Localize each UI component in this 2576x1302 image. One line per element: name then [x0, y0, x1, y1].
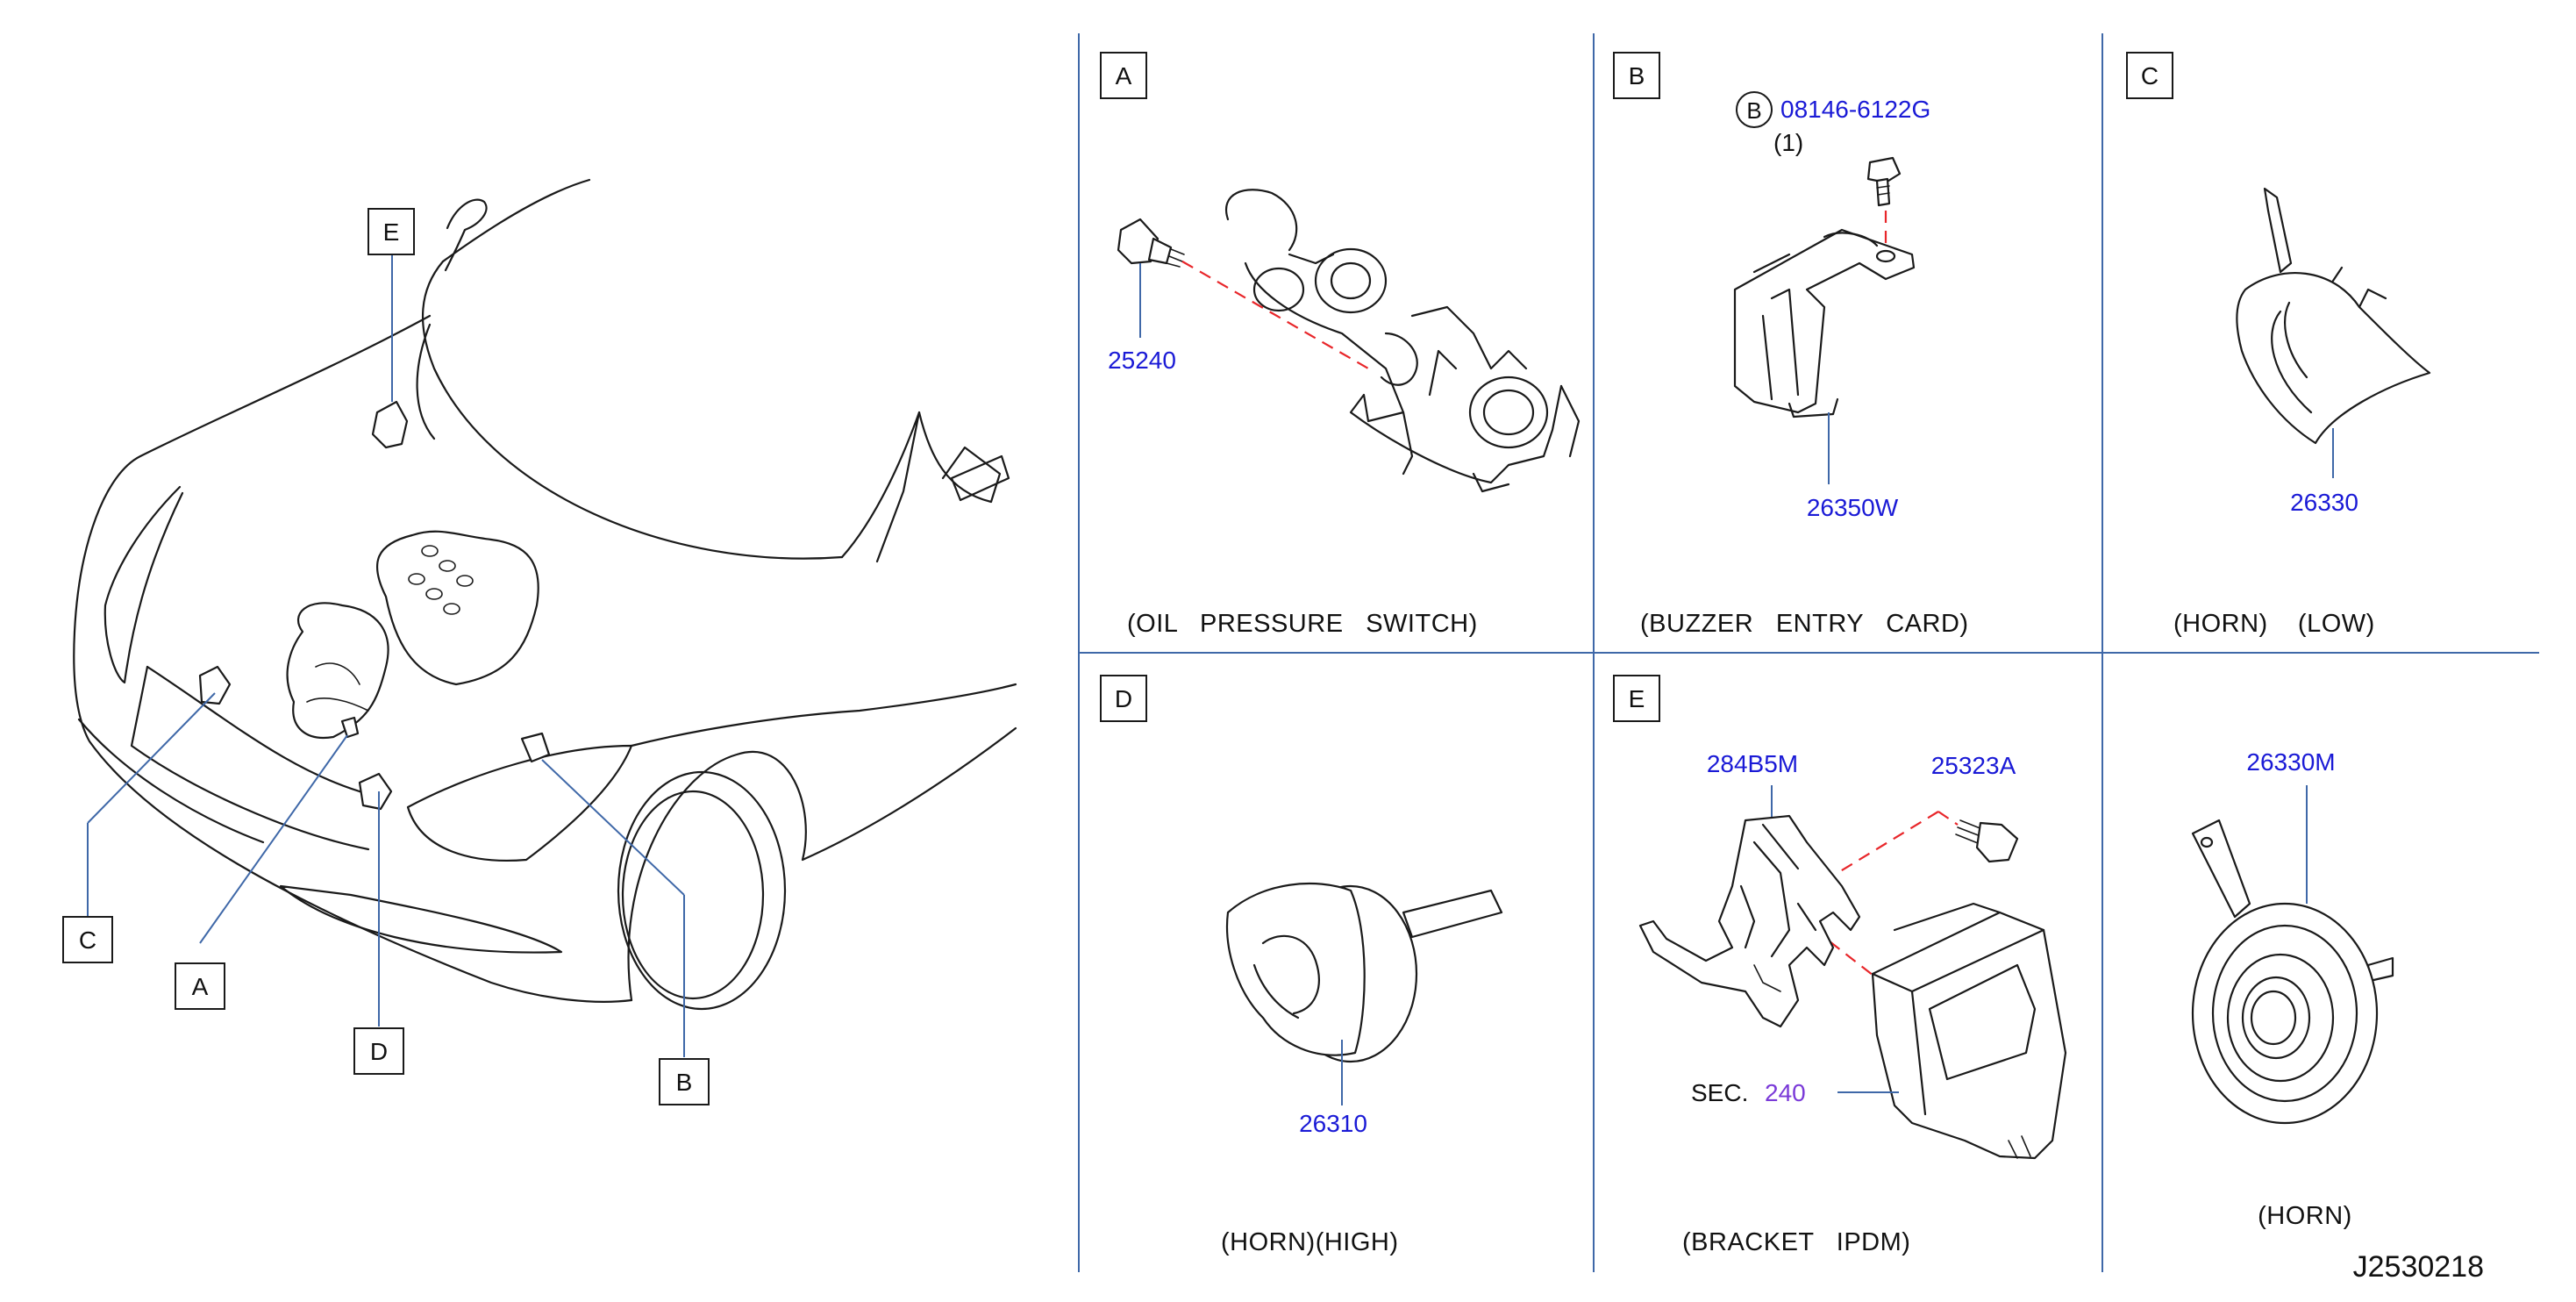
caption-buzzer-entry-card: (BUZZER ENTRY CARD)	[1640, 610, 1969, 638]
leader-c-1	[87, 692, 216, 824]
panel-f: 26330M (HORN)	[2191, 748, 2394, 1230]
caption-bracket-ipdm: (BRACKET IPDM)	[1682, 1228, 1910, 1256]
svg-text:E: E	[1629, 685, 1645, 712]
ipdm-icon	[1871, 902, 2067, 1160]
bolt-quantity: (1)	[1773, 129, 1803, 156]
panel-a-label: A	[1100, 52, 1147, 99]
engine-block-front	[286, 602, 389, 740]
svg-text:D: D	[370, 1038, 388, 1065]
callout-c[interactable]: C	[62, 916, 113, 963]
windshield-edge	[441, 178, 591, 263]
dash-e-3	[1797, 916, 1878, 979]
a-pillar	[416, 323, 436, 440]
svg-text:B: B	[1629, 62, 1645, 89]
mirror-glass	[950, 454, 1010, 502]
caption-horn-low: (HORN) (LOW)	[2173, 610, 2375, 638]
vehicle-overview	[73, 178, 1017, 1057]
part-number-284B5M[interactable]: 284B5M	[1707, 750, 1798, 777]
hood-rear-edge	[421, 260, 844, 560]
front-wheel	[617, 770, 787, 1011]
engine-coils	[408, 545, 474, 615]
bolt-e-icon	[1955, 819, 2019, 863]
panel-e-label: E	[1613, 675, 1660, 722]
horn-high-icon	[1226, 883, 1503, 1063]
panel-b-label: B	[1613, 52, 1660, 99]
beltline	[630, 683, 1017, 748]
dash-e-2	[1937, 811, 1959, 826]
headlight-right	[406, 744, 633, 862]
leader-a	[199, 734, 348, 944]
ipdm-bracket-icon	[1638, 814, 1861, 1028]
section-prefix: SEC.	[1691, 1079, 1748, 1106]
front-bumper	[73, 630, 633, 1003]
horn-low-location	[198, 665, 232, 705]
door-line	[840, 411, 921, 563]
part-number-25323A[interactable]: 25323A	[1931, 752, 2016, 779]
lower-grille	[279, 884, 563, 954]
dash-e-1	[1837, 811, 1939, 874]
buzzer-location	[520, 732, 551, 763]
oil-switch-location	[340, 716, 360, 739]
part-number-26330M[interactable]: 26330M	[2246, 748, 2335, 776]
engine-details	[306, 662, 369, 712]
svg-text:C: C	[79, 926, 96, 954]
mirror	[917, 411, 1002, 504]
bumper-lower-lip	[77, 718, 265, 844]
panel-e: E 284B5M 25323A SEC. 240 (BR	[1613, 675, 2067, 1256]
buzzer-entry-card-icon	[1733, 228, 1916, 418]
grille-face	[130, 665, 370, 851]
drawing-id: J2530218	[2353, 1250, 2484, 1284]
horn-high-location	[358, 772, 393, 811]
headlight-left	[103, 485, 184, 684]
engine-housing-icon	[1225, 189, 1581, 493]
callout-e[interactable]: E	[367, 208, 415, 255]
svg-text:A: A	[192, 973, 209, 1000]
svg-text:D: D	[1115, 685, 1132, 712]
oil-pressure-switch-icon	[1117, 218, 1185, 268]
part-number-26310[interactable]: 26310	[1299, 1110, 1367, 1137]
dash-a	[1181, 261, 1369, 369]
grille-top	[146, 665, 370, 796]
engine-cover	[375, 530, 539, 686]
horn-disc-icon	[2191, 819, 2394, 1125]
callout-a[interactable]: A	[175, 962, 225, 1010]
svg-text:C: C	[2141, 62, 2159, 89]
panel-d: D 26310 (HORN)(HIGH)	[1100, 675, 1503, 1256]
svg-text:E: E	[383, 218, 400, 246]
panel-c-label: C	[2126, 52, 2173, 99]
panel-grid	[1078, 33, 2539, 1272]
part-number-26350W[interactable]: 26350W	[1807, 494, 1899, 521]
part-number-25240[interactable]: 25240	[1108, 347, 1176, 374]
horn-low-icon	[2236, 187, 2431, 445]
front-wheel-inner	[621, 790, 765, 1000]
fender	[627, 726, 1017, 1002]
part-number-26330[interactable]: 26330	[2290, 489, 2358, 516]
caption-oil-pressure-switch: (OIL PRESSURE SWITCH)	[1127, 610, 1478, 638]
panel-a: A 25240 (OIL PRESSURE SWITCH)	[1100, 52, 1581, 638]
ipdm-location	[371, 400, 409, 449]
svg-text:B: B	[676, 1069, 693, 1096]
panel-c: C 26330 (HORN) (LOW)	[2126, 52, 2431, 638]
bolt-marker-b: B	[1736, 91, 1773, 128]
part-number-08146-6122G[interactable]: 08146-6122G	[1780, 96, 1930, 123]
caption-horn: (HORN)	[2258, 1202, 2352, 1230]
panel-d-label: D	[1100, 675, 1147, 722]
wiper	[444, 198, 488, 272]
hood-outline	[73, 314, 432, 633]
leader-b-1	[541, 759, 685, 896]
panel-b: B B 08146-6122G (1) 26350W (BUZZER ENTRY…	[1613, 52, 1969, 638]
section-ref-240[interactable]: 240	[1765, 1079, 1806, 1106]
callout-b[interactable]: B	[659, 1058, 710, 1105]
bolt-icon	[1866, 156, 1902, 207]
svg-text:A: A	[1116, 62, 1132, 89]
overview-callouts: E C A D B	[62, 208, 710, 1105]
svg-text:B: B	[1746, 97, 1761, 124]
caption-horn-high: (HORN)(HIGH)	[1221, 1228, 1399, 1256]
callout-d[interactable]: D	[353, 1027, 404, 1075]
